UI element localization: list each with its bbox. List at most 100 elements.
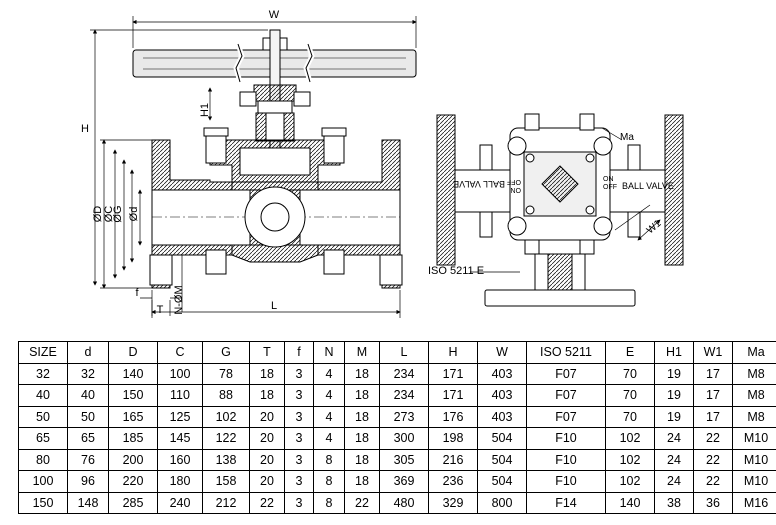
table-cell: 403 [477,405,527,428]
label-T: T [157,304,164,316]
table-cell: 17 [693,362,733,385]
table-cell: 22 [344,491,380,514]
table-cell: 216 [428,448,478,471]
table-cell: M10 [732,427,776,450]
table-cell: F10 [526,427,606,450]
table-cell: 22 [249,491,285,514]
table-cell: 285 [108,491,158,514]
table-cell: 110 [157,384,203,407]
valve-drawing: W H H1 ØD ØC ØG Ød L f T N-ØM [81,9,684,318]
table-cell: 198 [428,427,478,450]
table-cell: 38 [654,491,694,514]
table-cell: 236 [428,470,478,493]
header-C: C [157,341,203,364]
table-cell: M10 [732,448,776,471]
table-cell: 65 [18,427,68,450]
table-cell: 300 [379,427,429,450]
table-cell: 18 [249,384,285,407]
table-cell: 305 [379,448,429,471]
bottom-flange-plate [484,289,636,307]
table-cell: 18 [344,427,380,450]
table-cell: 4 [313,405,345,428]
table-cell: M10 [732,470,776,493]
header-f: f [284,341,314,364]
dimension-table: SIZE d D C G T f N M L H W ISO 5211 E H1… [18,341,776,514]
table-cell: 3 [284,470,314,493]
table-cell: F10 [526,470,606,493]
table-cell: 369 [379,470,429,493]
body-bolt [205,132,227,164]
table-cell: 3 [284,491,314,514]
table-cell: 145 [157,427,203,450]
header-T: T [249,341,285,364]
header-W1: W1 [693,341,733,364]
label-W1: W1 [645,218,664,236]
table-cell: 22 [693,427,733,450]
table-cell: 18 [344,470,380,493]
table-cell: 19 [654,384,694,407]
table-cell: 102 [605,427,655,450]
label-d: Ød [128,207,140,222]
table-cell: 20 [249,405,285,428]
table-cell: 165 [108,405,158,428]
table-cell: 403 [477,362,527,385]
table-cell: F07 [526,362,606,385]
header-d: d [67,341,109,364]
table-cell: 19 [654,405,694,428]
header-W: W [477,341,527,364]
table-cell: 160 [157,448,203,471]
table-cell: 504 [477,470,527,493]
label-G: ØG [112,205,124,222]
label-Ma: Ma [620,132,634,143]
table-cell: 4 [313,427,345,450]
table-cell: 24 [654,470,694,493]
table-cell: 3 [284,384,314,407]
table-cell: F14 [526,491,606,514]
table-cell: 220 [108,470,158,493]
table-cell: 70 [605,384,655,407]
label-iso: ISO 5211 E [428,265,484,277]
table-cell: 8 [313,448,345,471]
table-cell: F07 [526,384,606,407]
left-flange-top [436,114,456,266]
header-iso: ISO 5211 [526,341,606,364]
label-on-right: ON [603,176,614,183]
body-bolt [323,132,345,164]
table-cell: M8 [732,405,776,428]
table-cell: F07 [526,405,606,428]
stem-assembly [239,29,311,151]
table-cell: 3 [284,427,314,450]
table-cell: 70 [605,362,655,385]
table-cell: 18 [344,362,380,385]
table-cell: 4 [313,362,345,385]
table-cell: 24 [654,448,694,471]
header-H: H [428,341,478,364]
table-cell: 200 [108,448,158,471]
table-cell: 40 [67,384,109,407]
table-cell: 158 [202,470,250,493]
header-N: N [313,341,345,364]
table-cell: 140 [605,491,655,514]
table-cell: 18 [344,405,380,428]
header-Ma: Ma [732,341,776,364]
table-cell: 20 [249,448,285,471]
table-cell: 176 [428,405,478,428]
table-cell: 17 [693,405,733,428]
label-D: ØD [92,206,104,223]
header-G: G [202,341,250,364]
table-cell: 125 [157,405,203,428]
table-cell: 20 [249,470,285,493]
table-cell: F10 [526,448,606,471]
table-cell: 800 [477,491,527,514]
table-cell: 150 [18,491,68,514]
label-N-M: N-ØM [173,285,185,314]
table-cell: 100 [18,470,68,493]
table-cell: M8 [732,362,776,385]
table-cell: 40 [18,384,68,407]
table-cell: 212 [202,491,250,514]
table-cell: 480 [379,491,429,514]
